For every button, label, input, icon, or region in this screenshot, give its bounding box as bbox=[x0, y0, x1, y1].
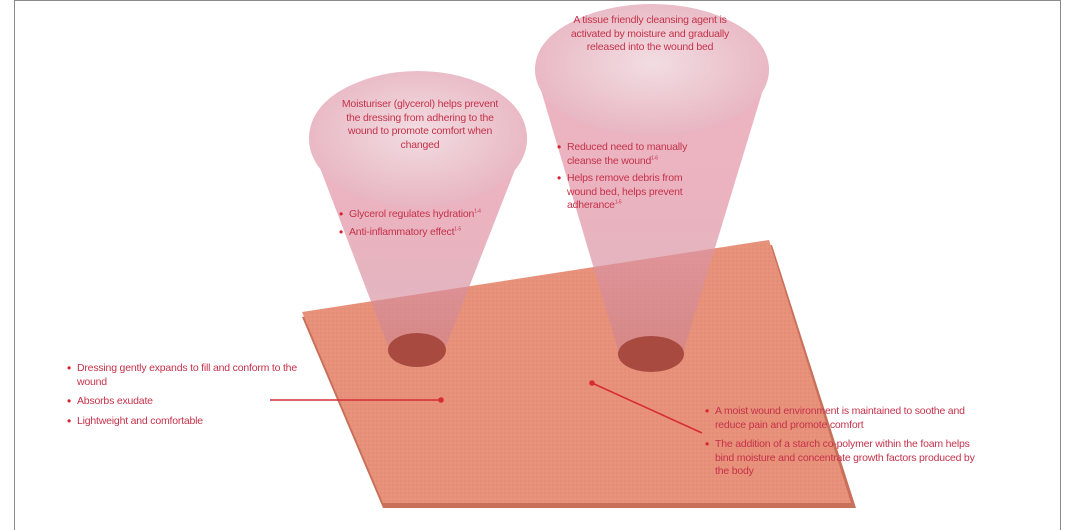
left-cone-bullets: Glycerol regulates hydration1-4 Anti-inf… bbox=[339, 208, 489, 243]
list-item: A moist wound environment is maintained … bbox=[705, 405, 975, 432]
list-item: Anti-inflammatory effect1-5 bbox=[339, 226, 489, 240]
right-callout-bullets: A moist wound environment is maintained … bbox=[705, 405, 975, 485]
list-item: The addition of a starch co-polymer with… bbox=[705, 438, 975, 479]
list-item: Helps remove debris from wound bed, help… bbox=[557, 172, 705, 213]
list-item: Glycerol regulates hydration1-4 bbox=[339, 208, 489, 222]
list-item: Reduced need to manually cleanse the wou… bbox=[557, 141, 705, 168]
left-callout-bullets: Dressing gently expands to fill and conf… bbox=[67, 362, 297, 434]
right-pointer-dot bbox=[589, 380, 595, 386]
right-cone-bullets: Reduced need to manually cleanse the wou… bbox=[557, 141, 705, 217]
left-cone-heading: Moisturiser (glycerol) helps prevent the… bbox=[341, 98, 499, 152]
list-item: Absorbs exudate bbox=[67, 395, 297, 409]
left-pointer-dot bbox=[438, 397, 444, 403]
list-item: Lightweight and comfortable bbox=[67, 415, 297, 429]
right-cone-base bbox=[618, 336, 684, 372]
list-item: Dressing gently expands to fill and conf… bbox=[67, 362, 297, 389]
right-cone-heading: A tissue friendly cleansing agent is act… bbox=[569, 14, 731, 55]
left-cone-base bbox=[388, 333, 446, 367]
